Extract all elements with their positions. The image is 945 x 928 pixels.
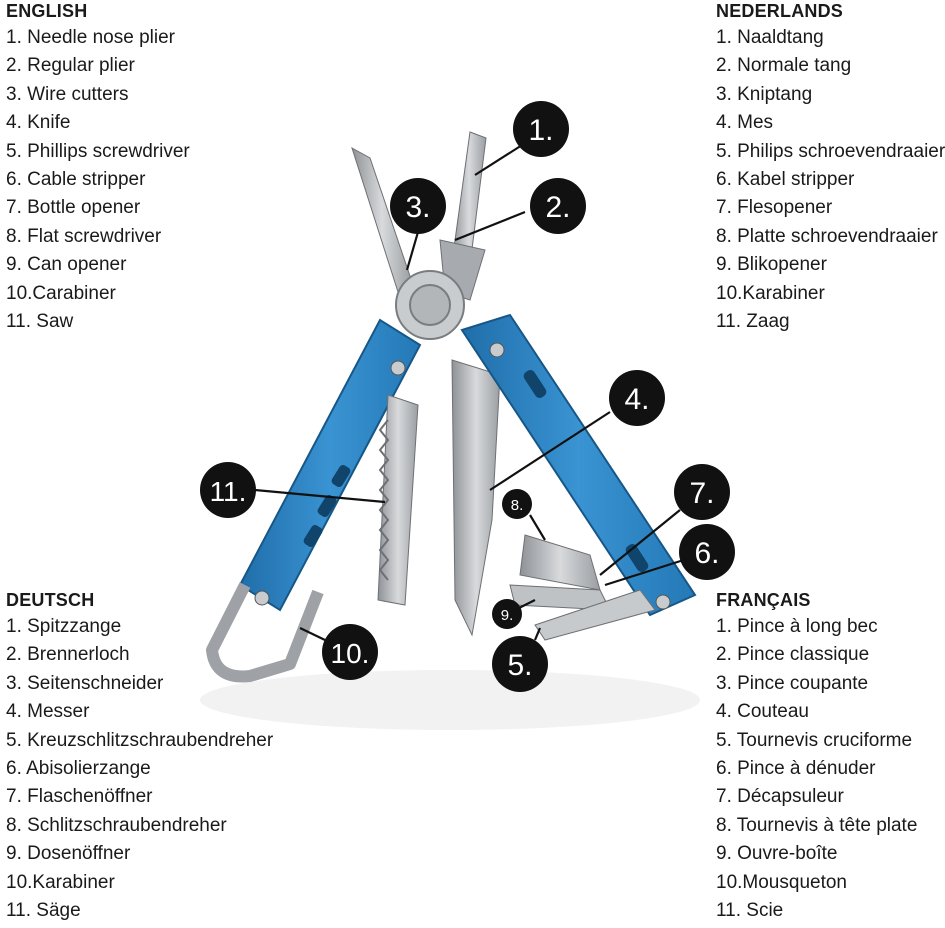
legend-item: 8. Schlitzschraubendreher (6, 814, 227, 836)
legend-item: 11. Saw (6, 311, 74, 333)
legend-item: 8. Platte schroevendraaier (716, 225, 938, 247)
callout-7: 7. (674, 464, 730, 520)
legend-item: 9. Can opener (6, 254, 127, 276)
legend-item: 9. Ouvre-boîte (716, 843, 838, 865)
legend-title: ENGLISH (6, 1, 88, 21)
svg-text:9.: 9. (501, 607, 514, 624)
legend-item: 10.Carabiner (6, 282, 116, 304)
legend-item: 1. Needle nose plier (6, 27, 175, 48)
legend-nederlands: NEDERLANDS 1. Naaldtang 2. Normale tang … (716, 0, 945, 336)
legend-item: 5. Phillips screwdriver (6, 140, 190, 162)
legend-list: 1. Needle nose plier 2. Regular plier 3.… (6, 24, 190, 336)
legend-item: 6. Cable stripper (6, 169, 146, 191)
legend-item: 5. Tournevis cruciforme (716, 729, 913, 751)
legend-item: 4. Mes (716, 112, 774, 134)
legend-item: 2. Normale tang (716, 55, 852, 77)
svg-text:5.: 5. (507, 649, 532, 682)
legend-item: 10.Mousqueton (716, 871, 847, 893)
svg-text:4.: 4. (624, 383, 649, 416)
legend-item: 3. Kniptang (716, 83, 813, 105)
svg-text:8.: 8. (511, 497, 524, 514)
legend-item: 2. Brennerloch (6, 644, 130, 666)
legend-item: 4. Messer (6, 701, 90, 723)
legend-item: 10.Karabiner (716, 282, 825, 304)
legend-item: 1. Spitzzange (6, 616, 122, 637)
legend-list: 1. Spitzzange 2. Brennerloch 3. Seitensc… (6, 613, 273, 925)
carabiner (206, 582, 324, 683)
callout-8: 8. (502, 489, 532, 519)
svg-text:7.: 7. (689, 477, 714, 510)
legend-item: 7. Flesopener (716, 197, 833, 219)
callout-6: 6. (679, 524, 735, 580)
legend-item: 3. Pince coupante (716, 672, 869, 694)
legend-item: 7. Décapsuleur (716, 786, 844, 808)
svg-text:10.: 10. (331, 638, 370, 669)
callout-1: 1. (513, 101, 569, 157)
legend-item: 4. Knife (6, 112, 71, 134)
legend-item: 7. Bottle opener (6, 197, 141, 219)
small-tools (509, 534, 656, 641)
right-handle (460, 313, 697, 617)
callout-11: 11. (200, 462, 256, 518)
legend-item: 6. Kabel stripper (716, 169, 855, 191)
legend-item: 3. Seitenschneider (6, 672, 164, 694)
svg-text:1.: 1. (528, 114, 553, 147)
legend-item: 5. Philips schroevendraaier (716, 140, 945, 162)
legend-item: 1. Naaldtang (716, 27, 824, 48)
legend-item: 1. Pince à long bec (716, 616, 878, 637)
legend-item: 4. Couteau (716, 701, 809, 723)
legend-item: 8. Tournevis à tête plate (716, 814, 918, 836)
legend-item: 3. Wire cutters (6, 83, 129, 105)
legend-item: 11. Zaag (716, 311, 790, 333)
legend-title: FRANÇAIS (716, 590, 811, 610)
callout-10: 10. (322, 624, 378, 680)
legend-item: 6. Abisolierzange (6, 758, 151, 780)
svg-text:2.: 2. (545, 191, 570, 224)
legend-english: ENGLISH 1. Needle nose plier 2. Regular … (6, 0, 190, 336)
legend-deutsch: DEUTSCH 1. Spitzzange 2. Brennerloch 3. … (6, 589, 273, 925)
legend-list: 1. Naaldtang 2. Normale tang 3. Kniptang… (716, 24, 945, 336)
callout-4: 4. (609, 370, 665, 426)
legend-item: 7. Flaschenöffner (6, 786, 153, 808)
legend-item: 11. Scie (716, 900, 784, 922)
legend-title: NEDERLANDS (716, 1, 844, 21)
legend-item: 11. Säge (6, 900, 81, 922)
svg-text:6.: 6. (694, 537, 719, 570)
legend-item: 9. Dosenöffner (6, 843, 131, 865)
callout-2: 2. (530, 178, 586, 234)
leader-lines (254, 139, 691, 641)
legend-item: 2. Regular plier (6, 55, 135, 77)
legend-title: DEUTSCH (6, 590, 95, 610)
legend-item: 10.Karabiner (6, 871, 115, 893)
legend-item: 6. Pince à dénuder (716, 758, 876, 780)
legend-item: 8. Flat screwdriver (6, 225, 162, 247)
legend-item: 2. Pince classique (716, 644, 870, 666)
legend-list: 1. Pince à long bec 2. Pince classique 3… (716, 613, 917, 925)
left-handle (238, 318, 422, 612)
legend-francais: FRANÇAIS 1. Pince à long bec 2. Pince cl… (716, 589, 917, 925)
svg-text:11.: 11. (210, 476, 247, 507)
svg-text:3.: 3. (405, 191, 430, 224)
knife-blade (451, 359, 501, 637)
legend-item: 5. Kreuzschlitzschraubendreher (6, 729, 274, 751)
callout-9: 9. (492, 599, 522, 629)
shadow-reflection (200, 670, 700, 730)
callout-3: 3. (390, 178, 446, 234)
callout-5: 5. (492, 636, 548, 692)
plier-jaws (351, 131, 487, 301)
legend-item: 9. Blikopener (716, 254, 827, 276)
